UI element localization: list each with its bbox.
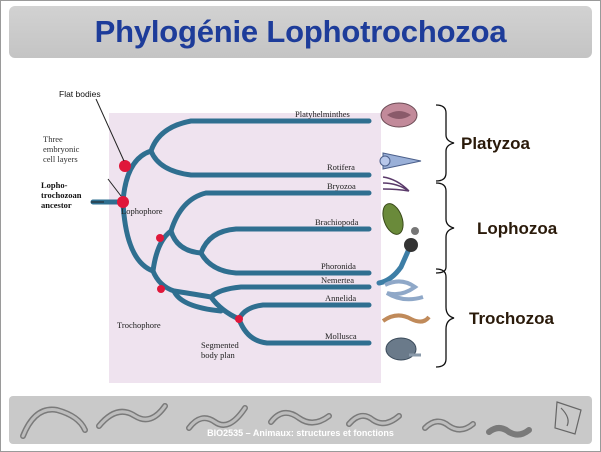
annelid-illustration xyxy=(383,315,429,321)
note-line2: embryonic xyxy=(43,144,80,154)
taxon-mollusca: Mollusca xyxy=(325,331,357,341)
flatworm-illustration xyxy=(381,103,417,127)
ancestor-line1: Lopho- xyxy=(41,180,68,190)
brace-platyzoa xyxy=(436,105,454,181)
braces xyxy=(436,105,454,367)
trochophore-label: Trochophore xyxy=(117,320,161,330)
phylogeny-figure: Flat bodies Three embryonic cell layers … xyxy=(31,71,581,389)
taxon-rotifera: Rotifera xyxy=(327,162,355,172)
brace-lophozoa xyxy=(436,183,454,273)
bryozoan-illustration xyxy=(383,177,409,191)
ancestor-line3: ancestor xyxy=(41,200,72,210)
taxon-phoronida: Phoronida xyxy=(321,261,356,271)
trochophore-node xyxy=(157,285,165,293)
taxon-annelida: Annelida xyxy=(325,293,356,303)
rotifer-illustration xyxy=(380,153,421,169)
footer-text: BIO2535 – Animaux: structures et fonctio… xyxy=(9,428,592,438)
brachiopod-illustration xyxy=(379,201,419,237)
ancestor-line2: trochozoan xyxy=(41,190,82,200)
taxon-platyhelminthes: Platyhelminthes xyxy=(295,109,350,119)
segmented-node xyxy=(235,315,243,323)
phylogeny-tree: Flat bodies Three embryonic cell layers … xyxy=(31,71,581,389)
lophophore-label: Lophophore xyxy=(121,206,163,216)
flat-bodies-node xyxy=(119,160,131,172)
taxon-nemertea: Nemertea xyxy=(321,275,354,285)
group-lophozoa: Lophozoa xyxy=(477,219,558,238)
lophophore-node xyxy=(156,234,164,242)
title-bar: Phylogénie Lophotrochozoa xyxy=(9,6,592,58)
phoronid-illustration xyxy=(379,238,418,283)
note-line3: cell layers xyxy=(43,154,78,164)
footer-bar: BIO2535 – Animaux: structures et fonctio… xyxy=(9,396,592,444)
mollusc-illustration xyxy=(386,338,421,360)
taxon-bryozoa: Bryozoa xyxy=(327,181,356,191)
group-trochozoa: Trochozoa xyxy=(469,309,555,328)
brace-trochozoa xyxy=(436,269,454,367)
flat-bodies-label: Flat bodies xyxy=(59,89,101,99)
segmented-line2: body plan xyxy=(201,350,236,360)
segmented-line1: Segmented xyxy=(201,340,240,350)
nemertean-illustration xyxy=(385,281,423,299)
group-platyzoa: Platyzoa xyxy=(461,134,531,153)
taxon-brachiopoda: Brachiopoda xyxy=(315,217,359,227)
note-line1: Three xyxy=(43,134,63,144)
slide-title: Phylogénie Lophotrochozoa xyxy=(95,14,507,50)
